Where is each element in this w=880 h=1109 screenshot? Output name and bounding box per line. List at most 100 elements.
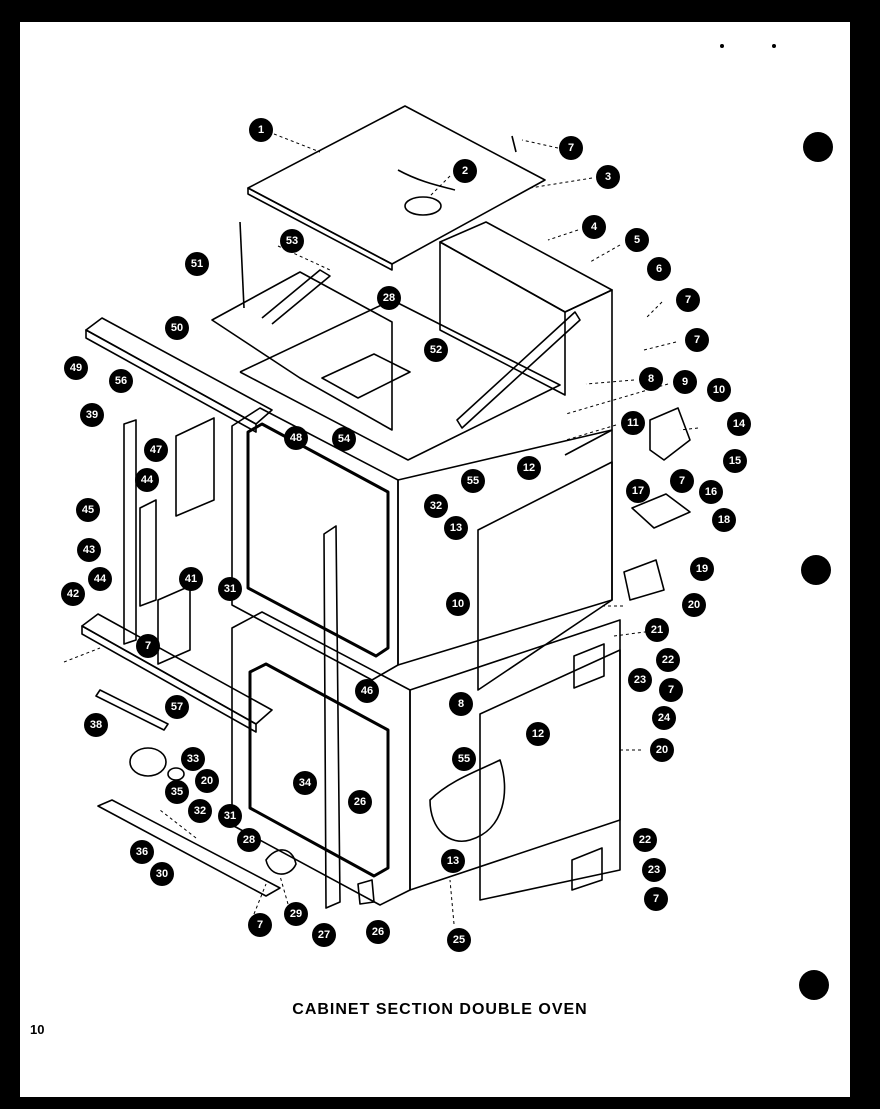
callout-38: 38 [84,713,108,737]
callout-label: 57 [171,701,183,713]
callout-label: 26 [354,796,366,808]
callout-14: 14 [727,412,751,436]
callout-label: 7 [568,142,574,154]
callout-17: 17 [626,479,650,503]
binder-holes [720,44,833,1000]
callout-circle [80,403,104,427]
callout-25: 25 [447,928,471,952]
knob-part-35 [167,767,185,781]
bottom-trim-30 [97,799,281,897]
callout-circle [165,695,189,719]
vent-part-36 [129,747,167,777]
callout-circle [377,286,401,310]
callout-42: 42 [61,582,85,606]
callout-label: 3 [605,171,611,183]
wiring-harness-55 [429,759,506,842]
callout-26: 26 [366,920,390,944]
callout-label: 31 [224,810,236,822]
lower-oven-opening [248,662,390,878]
callout-label: 22 [662,654,674,666]
callout-label: 44 [141,474,154,486]
callout-circle [447,928,471,952]
callout-26: 26 [348,790,372,814]
callout-label: 42 [67,588,79,600]
callout-label: 48 [290,432,302,444]
callout-label: 38 [90,719,102,731]
callout-circle [582,215,606,239]
callout-33: 33 [181,747,205,771]
callout-label: 15 [729,455,741,467]
callout-circle [188,799,212,823]
callout-52: 52 [424,338,448,362]
callout-41: 41 [179,567,203,591]
callout-label: 11 [627,417,639,429]
callout-circle [644,887,668,911]
callout-circle [639,367,663,391]
callout-label: 16 [705,486,717,498]
bracket-18 [631,493,691,529]
callout-55: 55 [452,747,476,771]
callout-circle [652,706,676,730]
callout-circle [659,678,683,702]
callout-label: 41 [185,573,197,585]
callout-label: 7 [653,893,659,905]
callout-circle [185,252,209,276]
top-panel-edge [247,187,393,271]
callout-3: 3 [596,165,620,189]
callout-circle [165,780,189,804]
callout-circle [446,592,470,616]
callout-circle [628,668,652,692]
callout-34: 34 [293,771,317,795]
callout-28: 28 [377,286,401,310]
callout-7: 7 [676,288,700,312]
callout-label: 46 [361,685,373,697]
callout-circle [642,858,666,882]
middle-rail-39-lower [81,625,257,733]
hinge-41 [157,585,191,665]
callout-label: 7 [668,684,674,696]
rod-51 [239,221,245,309]
bracket-22-lower [571,847,603,891]
bracket-15 [649,407,691,461]
callout-label: 9 [682,376,688,388]
leg-26 [357,879,375,905]
callout-19: 19 [690,557,714,581]
callout-circle [109,369,133,393]
callout-circle [685,328,709,352]
right-side-top [439,241,566,396]
callout-label: 33 [187,753,199,765]
callout-label: 13 [450,522,462,534]
diagram-title: CABINET SECTION DOUBLE OVEN [292,1001,588,1018]
callout-circle [195,769,219,793]
callout-49: 49 [64,356,88,380]
callout-circle [596,165,620,189]
callout-circle [707,378,731,402]
callout-12: 12 [517,456,541,480]
callout-20: 20 [195,769,219,793]
callout-15: 15 [723,449,747,473]
callout-label: 23 [634,674,646,686]
callout-circle [135,468,159,492]
callout-48: 48 [284,426,308,450]
callout-31: 31 [218,804,242,828]
callout-circle [712,508,736,532]
callout-7: 7 [685,328,709,352]
callout-circle [88,567,112,591]
callout-circle [280,229,304,253]
callout-circle [130,840,154,864]
callout-label: 32 [430,500,442,512]
scan-border-right [850,0,880,1109]
callout-label: 47 [150,444,162,456]
callout-label: 7 [685,294,691,306]
callout-24: 24 [652,706,676,730]
upper-side-panel-12 [477,461,613,691]
callout-circle [690,557,714,581]
screw-7 [511,135,517,153]
upper-right-side [397,429,613,666]
scan-border-top [0,0,880,22]
callout-8: 8 [449,692,473,716]
callout-label: 27 [318,929,330,941]
callout-circle [218,804,242,828]
callout-circle [676,288,700,312]
callout-7: 7 [644,887,668,911]
